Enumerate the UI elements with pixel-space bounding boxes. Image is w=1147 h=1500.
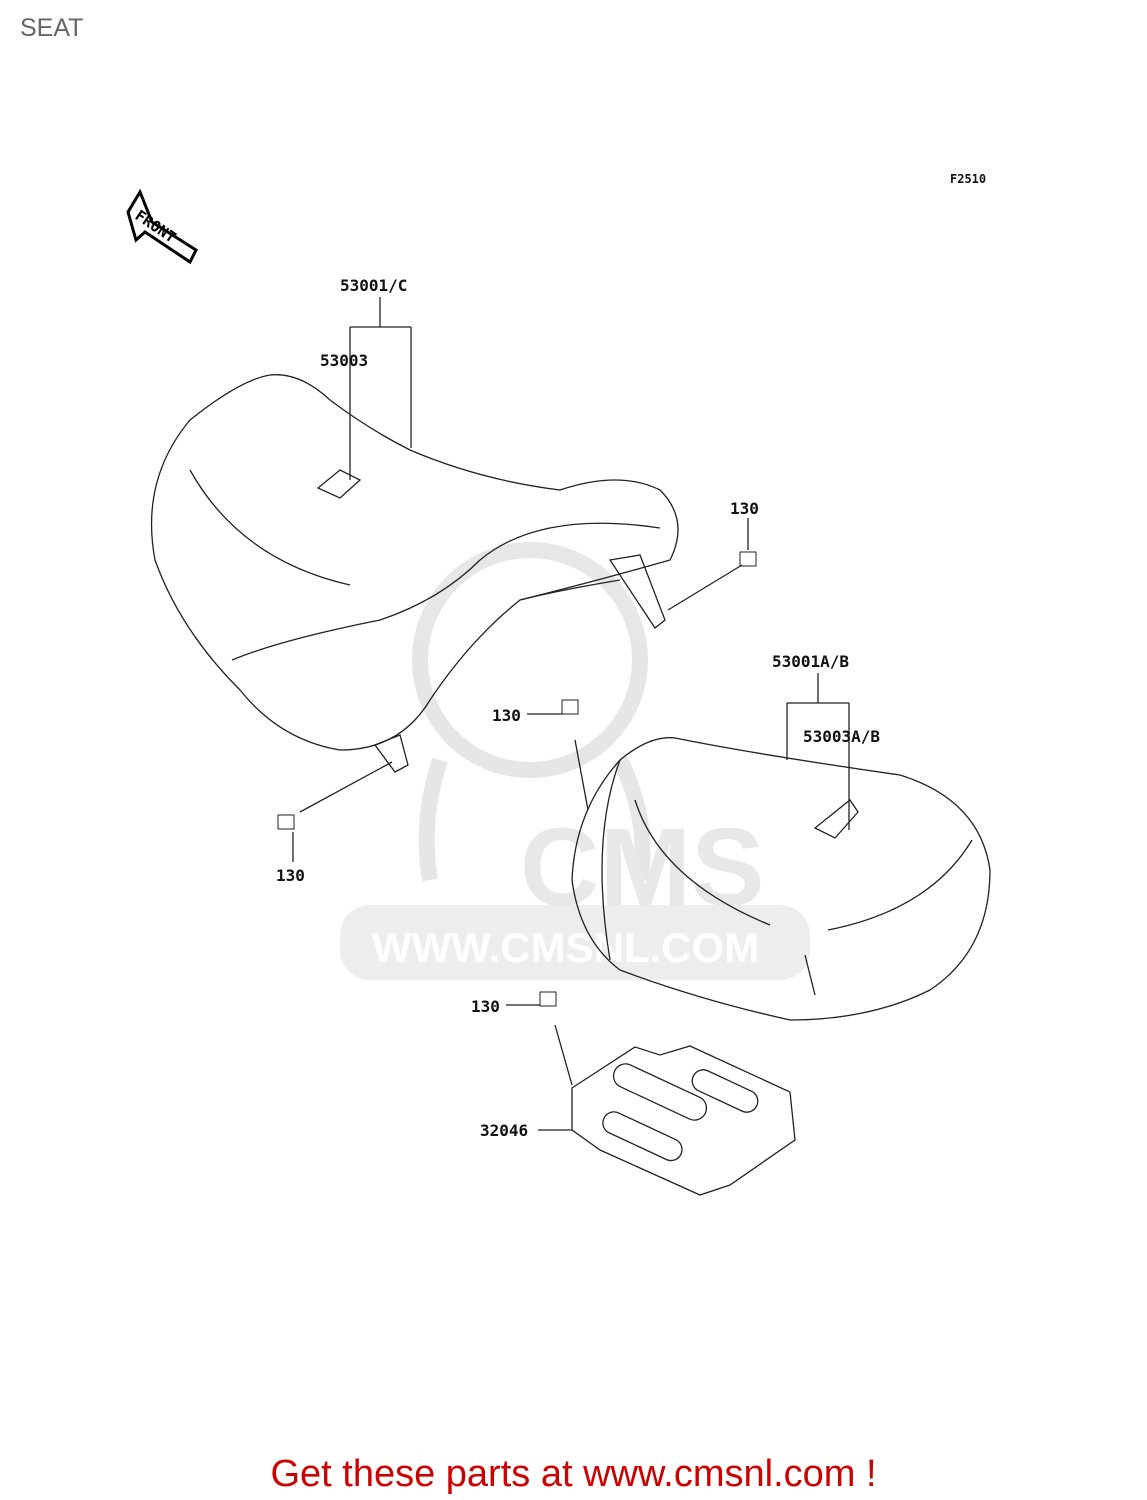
callout-lines bbox=[292, 297, 850, 1131]
footer-link[interactable]: Get these parts at www.cmsnl.com ! bbox=[270, 1453, 877, 1495]
callout-53003[interactable]: 53003 bbox=[320, 351, 368, 370]
callout-130[interactable]: 130 bbox=[471, 997, 500, 1016]
rear-seat bbox=[571, 737, 991, 1021]
front-arrow-icon: FRONT bbox=[126, 188, 198, 265]
front-seat bbox=[150, 374, 679, 773]
bolts bbox=[277, 551, 757, 1086]
callout-130[interactable]: 130 bbox=[276, 866, 305, 885]
figure-code: F2510 bbox=[950, 172, 986, 186]
callout-130[interactable]: 130 bbox=[492, 706, 521, 725]
callout-130[interactable]: 130 bbox=[730, 499, 759, 518]
watermark-logo: CMS WWW.CMSNL.COM bbox=[340, 542, 810, 980]
seat-bracket-plate bbox=[571, 1045, 796, 1196]
callout-53001a-b[interactable]: 53001A/B bbox=[772, 652, 849, 671]
page-title: SEAT bbox=[20, 14, 84, 42]
callout-32046[interactable]: 32046 bbox=[480, 1121, 528, 1140]
callout-53001-c[interactable]: 53001/C bbox=[340, 276, 407, 295]
callout-53003a-b[interactable]: 53003A/B bbox=[803, 727, 880, 746]
svg-text:WWW.CMSNL.COM: WWW.CMSNL.COM bbox=[372, 924, 759, 971]
